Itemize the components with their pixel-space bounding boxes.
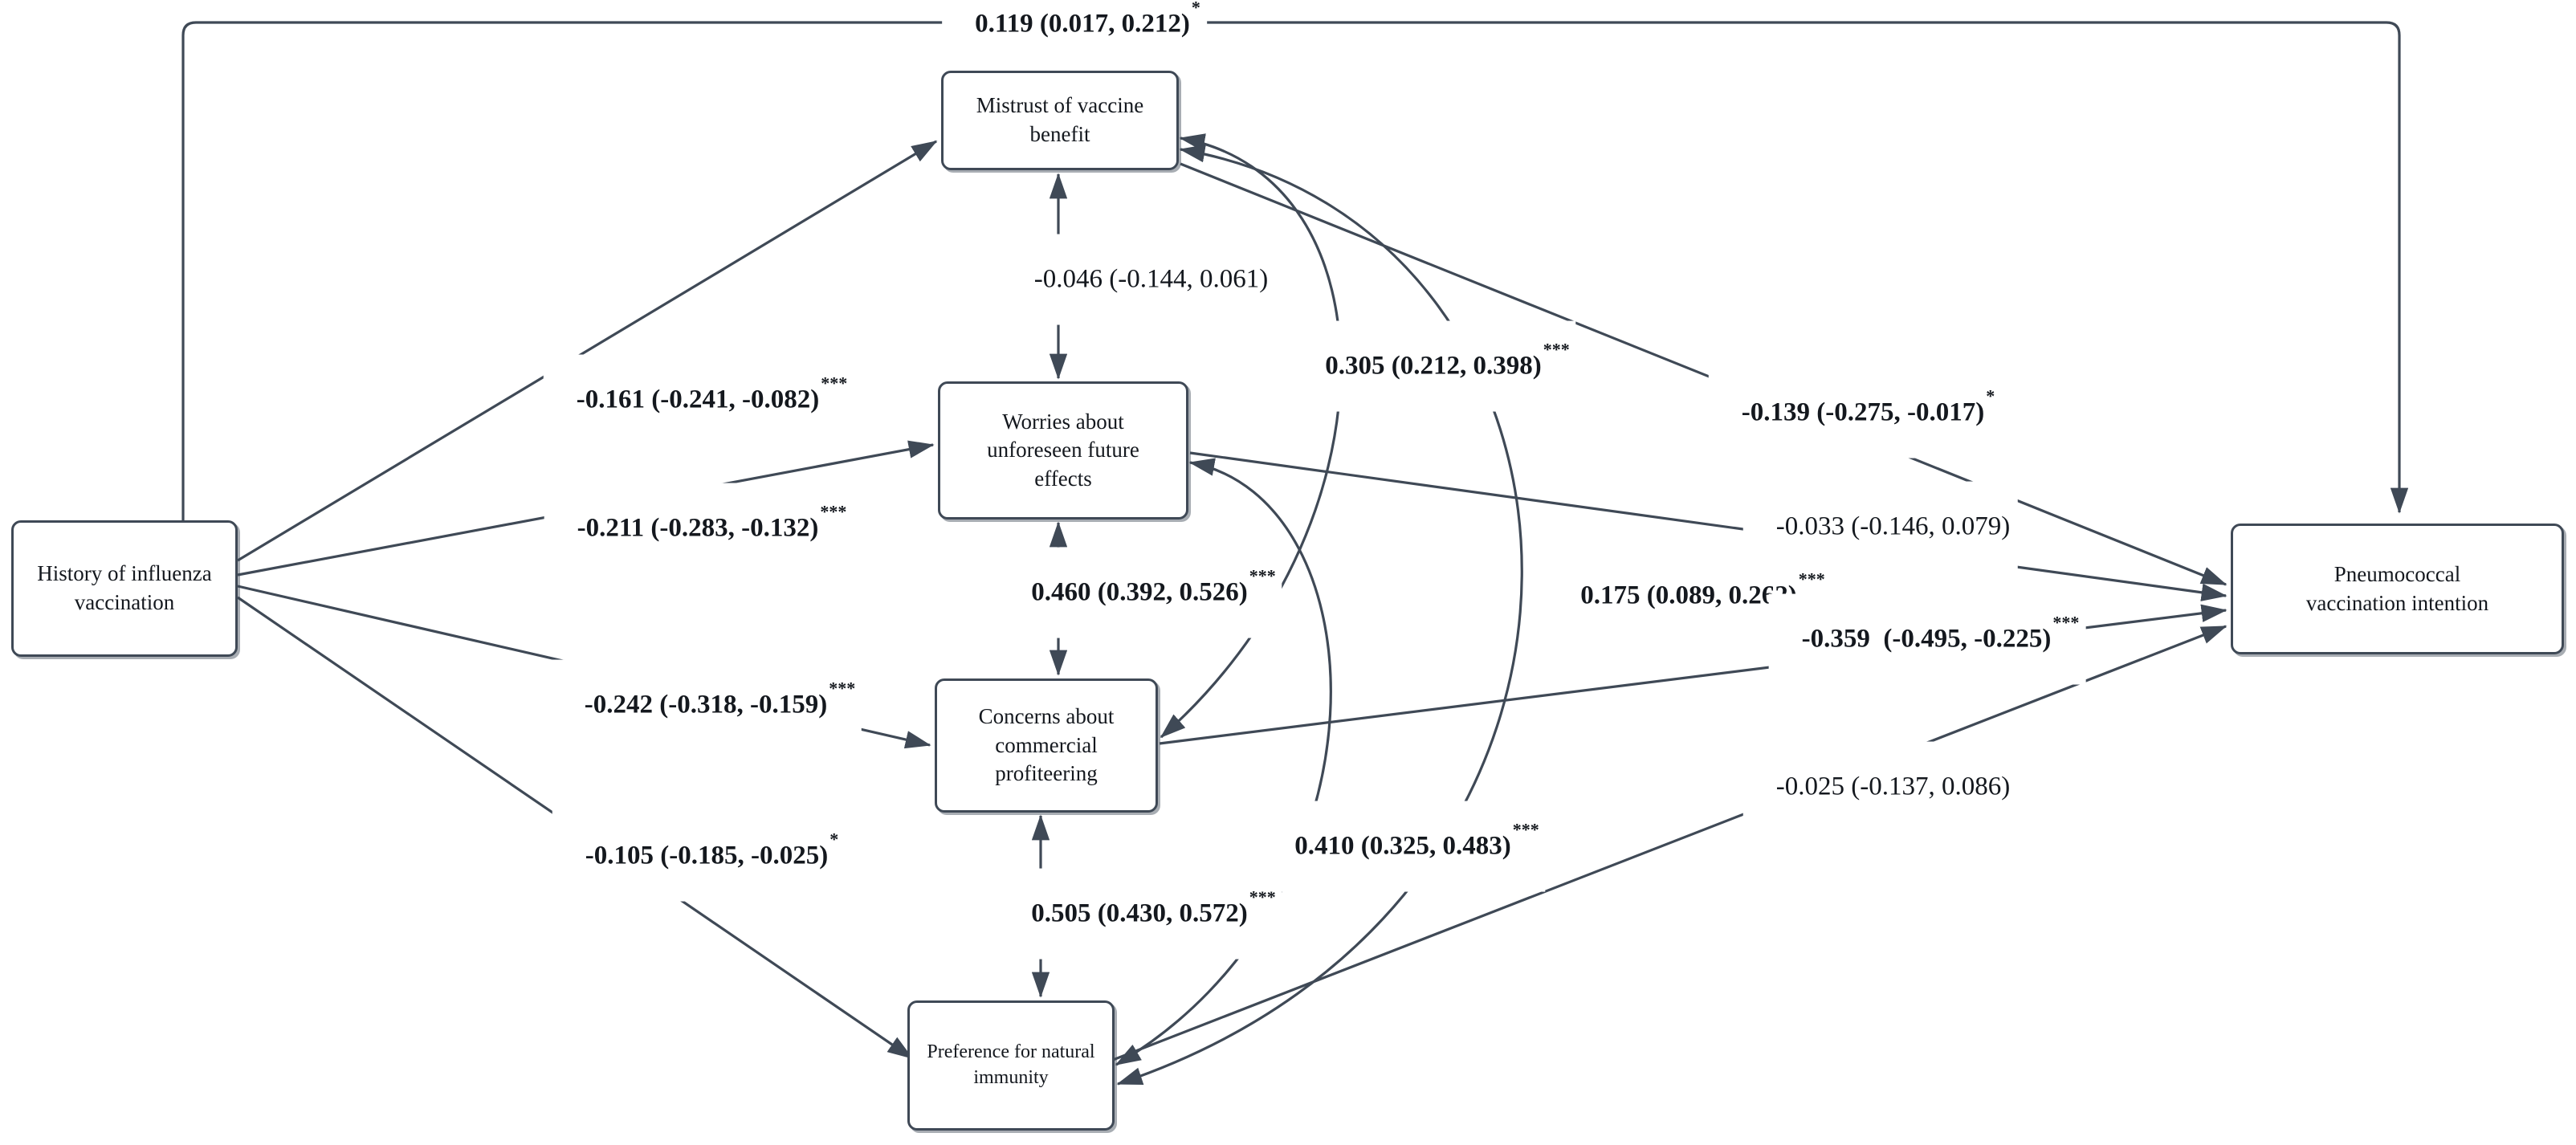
- significance-stars: ***: [821, 373, 848, 393]
- path-estimate: -0.033 (-0.146, 0.079): [1775, 511, 2011, 541]
- path-estimate: -0.242 (-0.318, -0.159): [584, 690, 828, 719]
- path-label-concerns-preference: 0.505 (0.430, 0.572)***: [998, 868, 1282, 960]
- edge-history-pneumococcal-left: [181, 21, 948, 522]
- node-worries-about-unforeseen-future-effects: Worries about unforeseen future effects: [938, 381, 1188, 520]
- path-label-history-worries: -0.211 (-0.283, -0.132)***: [544, 483, 854, 574]
- significance-stars: *: [1986, 385, 1995, 406]
- node-label: History of influenza vaccination: [37, 561, 212, 614]
- edge-mistrust-pneumococcal: [1180, 162, 2228, 586]
- path-label-mistrust-concerns: 0.305 (0.212, 0.398)***: [1292, 320, 1576, 412]
- path-estimate: -0.211 (-0.283, -0.132): [577, 513, 819, 543]
- path-estimate: -0.161 (-0.241, -0.082): [576, 385, 820, 414]
- significance-stars: ***: [1512, 819, 1539, 840]
- node-concerns-about-commercial-profiteering: Concerns about commercial profiteering: [935, 678, 1158, 813]
- path-label-mistrust-worries: -0.046 (-0.144, 0.061): [1001, 234, 1277, 325]
- node-label: Pneumococcal vaccination intention: [2305, 561, 2489, 615]
- path-label-mistrust-pneumococcal: -0.139 (-0.275, -0.017)*: [1708, 367, 2002, 458]
- significance-stars: *: [829, 829, 839, 850]
- node-pneumococcal-vaccination-intention: Pneumococcal vaccination intention: [2231, 524, 2564, 654]
- significance-stars: ***: [1249, 565, 1276, 586]
- node-label: Worries about unforeseen future effects: [987, 409, 1139, 491]
- path-label-history-mistrust: -0.161 (-0.241, -0.082)***: [543, 354, 854, 446]
- path-label-history-pneumococcal: 0.119 (0.017, 0.212)*: [942, 0, 1207, 70]
- node-label: Mistrust of vaccine benefit: [976, 93, 1144, 146]
- path-estimate: 0.119 (0.017, 0.212): [975, 9, 1190, 39]
- node-history-of-influenza-vaccination: History of influenza vaccination: [11, 520, 238, 657]
- node-preference-for-natural-immunity: Preference for natural immunity: [907, 1000, 1115, 1131]
- node-label: Concerns about commercial profiteering: [978, 704, 1115, 786]
- path-estimate: 0.460 (0.392, 0.526): [1031, 577, 1248, 607]
- path-label-worries-concerns: 0.460 (0.392, 0.526)***: [998, 547, 1282, 638]
- edge-history-pneumococcal-right: [1201, 21, 2409, 514]
- path-estimate: 0.410 (0.325, 0.483): [1294, 831, 1511, 861]
- path-label-concerns-pneumococcal: -0.359 (-0.495, -0.225)***: [1768, 593, 2086, 685]
- cov-mistrust-preference: [1116, 145, 1523, 1086]
- edge-history-mistrust: [237, 140, 938, 562]
- path-estimate: -0.105 (-0.185, -0.025): [585, 841, 829, 870]
- significance-stars: ***: [1798, 568, 1825, 589]
- cov-worries-preference: [1115, 458, 1332, 1066]
- node-label: Preference for natural immunity: [927, 1041, 1095, 1088]
- significance-stars: ***: [1543, 339, 1570, 360]
- significance-stars: ***: [1249, 886, 1276, 907]
- edge-preference-pneumococcal: [1112, 625, 2228, 1061]
- significance-stars: *: [1191, 0, 1200, 18]
- edge-worries-pneumococcal: [1189, 451, 2228, 601]
- significance-stars: ***: [2052, 612, 2080, 633]
- path-estimate: -0.025 (-0.137, 0.086): [1775, 772, 2011, 801]
- significance-stars: ***: [820, 501, 847, 522]
- path-label-worries-pneumococcal: -0.033 (-0.146, 0.079): [1742, 481, 2019, 572]
- path-estimate: 0.305 (0.212, 0.398): [1325, 351, 1542, 381]
- path-label-worries-preference: 0.410 (0.325, 0.483)***: [1262, 801, 1546, 892]
- path-label-history-preference: -0.105 (-0.185, -0.025)*: [552, 810, 846, 902]
- path-label-preference-pneumococcal: -0.025 (-0.137, 0.086): [1742, 741, 2019, 833]
- path-label-history-concerns: -0.242 (-0.318, -0.159)***: [551, 659, 862, 751]
- node-mistrust-of-vaccine-benefit: Mistrust of vaccine benefit: [941, 71, 1179, 170]
- significance-stars: ***: [829, 678, 856, 699]
- path-estimate: 0.505 (0.430, 0.572): [1031, 898, 1248, 928]
- path-estimate: -0.359 (-0.495, -0.225): [1801, 624, 2052, 654]
- path-estimate: -0.046 (-0.144, 0.061): [1033, 264, 1269, 294]
- path-estimate: -0.139 (-0.275, -0.017): [1741, 397, 1985, 427]
- path-estimate: 0.175 (0.089, 0.262): [1580, 581, 1797, 610]
